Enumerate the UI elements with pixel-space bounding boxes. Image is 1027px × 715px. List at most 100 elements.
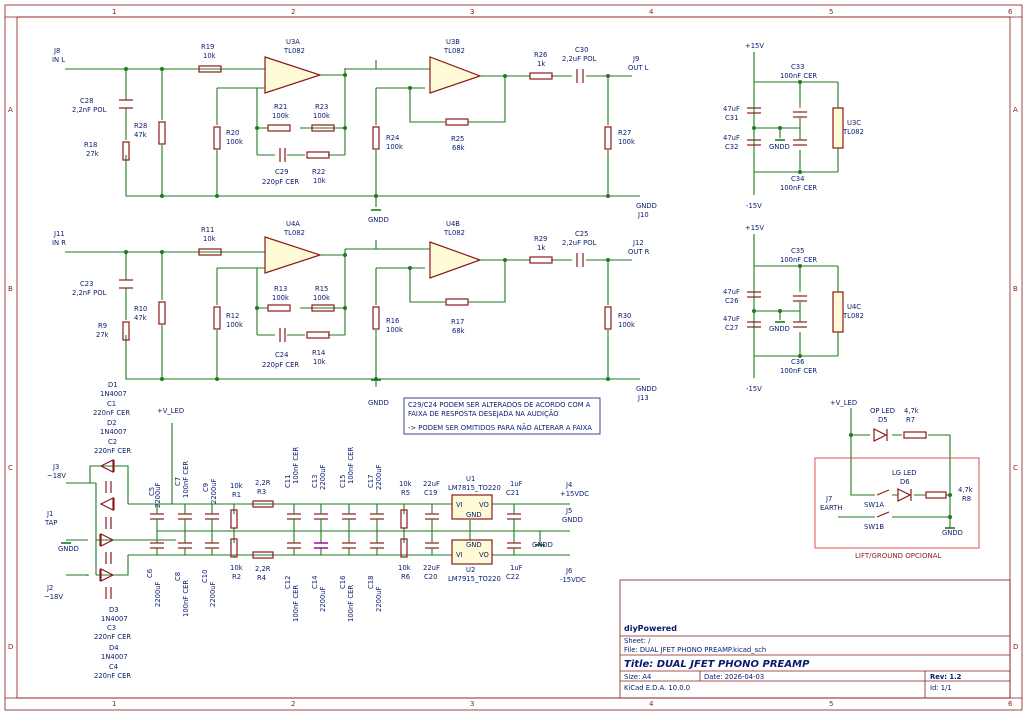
label-r18-val: 27k [86,150,99,158]
label-r10-val: 47k [134,314,147,322]
label-j11: J11 [53,230,65,238]
note-line-3: -> PODEM SER OMITIDOS PARA NÃO ALTERAR A… [408,423,592,432]
label-c27: C27 [725,324,738,332]
label-r3: R3 [257,488,266,496]
label-r13: R13 [274,285,287,293]
label-c5-val: 2200uF [154,482,162,508]
label-r16-val: 100k [386,326,403,334]
label-j3-val: ~18V [47,472,66,480]
label-c10: C10 [201,570,209,583]
frame-col-5-bottom: 5 [829,700,833,708]
id-label: Id: 1/1 [930,684,952,692]
file-label: File: DUAL JFET PHONO PREAMP.kicad_sch [624,646,766,654]
label-c33: C33 [791,63,804,71]
label-c35-val: 100nF CER [780,256,817,264]
sheet-label: Sheet: / [624,637,651,645]
label-c35: C35 [791,247,804,255]
label-u2-vi: VI [456,551,463,559]
label-u1: U1 [466,475,475,483]
note-line-2: FAIXA DE RESPOSTA DESEJADA NA AUDIÇÃO [408,409,559,418]
opamp-power-unit [832,291,844,333]
label-u4a-part: TL082 [283,229,305,237]
opamp-symbol [429,56,482,94]
label-j6-val: -15VDC [560,576,586,584]
label-d6: D6 [900,478,910,486]
resistor-body [198,65,222,73]
label-c26: C26 [725,297,738,305]
label-r1-val: 10k [230,482,243,490]
label-gndd-r: GNDD [368,399,389,407]
label-c3-val: 220nF CER [94,633,131,641]
resistor-body [400,509,408,529]
label-c24-val: 220pF CER [262,361,299,369]
label-gndd-led: GNDD [942,529,963,537]
label-c17: C17 [367,475,375,488]
resistor-body [198,248,222,256]
size-label: Size: A4 [624,673,651,681]
label-r2-val: 10k [230,564,243,572]
label-c25: C25 [575,230,588,238]
label-u2-gnd: GND [466,541,482,549]
label-d1: D1 [108,381,118,389]
label-u2-vo: VO [479,551,489,559]
label-u4b-part: TL082 [443,229,465,237]
resistor-body [604,126,612,150]
label-c10-val: 2200uF [209,581,217,607]
frame-col-3: 3 [470,8,474,16]
label-gndd-j1: GNDD [58,545,79,553]
label-gndd-l: GNDD [368,216,389,224]
frame-col-2-bottom: 2 [291,700,295,708]
label-out-l: OUT L [628,64,649,72]
frame-col-2: 2 [291,8,295,16]
channel-left-labels: J8 IN L C28 2,2nF POL R18 27k R28 47k R1… [52,38,657,224]
label-c23: C23 [80,280,93,288]
frame-col-6: 6 [1008,8,1013,16]
label-r4: R4 [257,574,266,582]
label-c16-val: 100nF CER [347,585,355,622]
label-r27-val: 100k [618,138,635,146]
label-r15: R15 [315,285,328,293]
label-op-led: OP LED [870,407,895,415]
rev-label: Rev: 1.2 [930,673,962,681]
resistor-body [252,551,274,559]
label-c1: C1 [107,400,116,408]
label-c13: C13 [311,475,319,488]
resistor-body [230,509,238,529]
label-j4: J4 [565,481,572,489]
label-gndd-j10: GNDD [636,202,657,210]
frame-row-c-right: C [1013,464,1018,472]
label-j3: J3 [52,463,59,471]
decoupling-top: +15V -15V C33 100nF CER C34 100nF CER 47… [723,42,864,210]
label-r9: R9 [98,322,107,330]
label-sw1a: SW1A [864,501,884,509]
label-r13-val: 100k [272,294,289,302]
frame-col-4-bottom: 4 [649,700,654,708]
label-c23-val: 2,2nF POL [72,289,107,297]
label-c9: C9 [202,483,210,492]
label-r6: R6 [401,573,410,581]
label-c1-val: 220nF CER [93,409,130,417]
frame-col-5: 5 [829,8,833,16]
label-r30-val: 100k [618,321,635,329]
label-j5: J5 [565,507,572,515]
label-u1-val: LM7815_TO220 [448,484,501,492]
label-c6: C6 [146,569,154,578]
label-c18-val: 2200uF [375,586,383,612]
label-r18: R18 [84,141,97,149]
label-c7: C7 [174,477,182,486]
label-u1-vo: VO [479,501,489,509]
label-c31-val: 47uF [723,105,740,113]
label-c16: C16 [339,576,347,589]
label-c34: C34 [791,175,804,183]
resistor-body [158,121,166,145]
resistor-body [213,126,221,150]
label-u1-gnd: GND [466,511,482,519]
label-r20: R20 [226,129,239,137]
label-c15: C15 [339,475,347,488]
label-c15-val: 100nF CER [347,447,355,484]
resistor-body [158,301,166,325]
resistor-body [604,306,612,330]
label-r10: R10 [134,305,147,313]
label-u4c: U4C [847,303,861,311]
label-d3: D3 [109,606,119,614]
